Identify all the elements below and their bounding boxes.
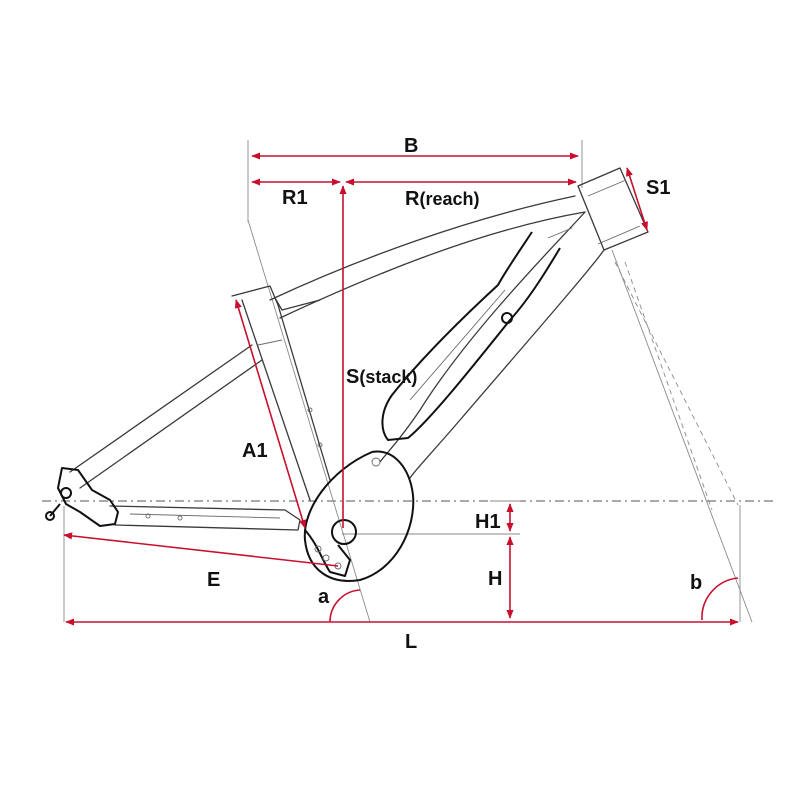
top-tube-gusset (274, 297, 321, 311)
seat-stay-lower (79, 359, 263, 489)
dim-A1 (234, 299, 307, 529)
bottom-bracket (331, 519, 357, 545)
label-H1: H1 (475, 511, 501, 533)
label-H: H (488, 568, 502, 590)
angle-a-arc (329, 589, 361, 623)
label-S: S(stack) (346, 366, 417, 388)
rear-dropout (57, 467, 119, 527)
down-tube-lower (409, 249, 605, 479)
top-tube-upper (269, 195, 576, 301)
top-tube-lower (279, 211, 586, 319)
label-S1: S1 (646, 177, 670, 199)
label-R: R(reach) (405, 188, 479, 210)
angle-b-arc (701, 577, 739, 621)
motor-mount (304, 529, 351, 577)
dim-E (63, 532, 339, 567)
head-tube (577, 167, 649, 251)
label-R-main: R (405, 188, 420, 210)
label-S-main: S (346, 366, 359, 388)
label-E: E (207, 569, 220, 591)
label-S-sub: (stack) (359, 367, 417, 387)
label-a: a (318, 586, 330, 608)
dimension-lines (63, 152, 739, 626)
label-A1: A1 (242, 440, 268, 462)
battery-cover (381, 231, 561, 441)
label-R1: R1 (282, 187, 308, 209)
dim-S1 (626, 167, 648, 231)
seat-stay-upper (69, 344, 253, 473)
label-L: L (405, 631, 417, 653)
seat-tube-axis (247, 219, 371, 623)
battery-lock (501, 312, 513, 324)
label-b: b (690, 572, 702, 594)
dimension-labels: B R1 R(reach) S1 S(stack) A1 H1 H E a b … (207, 135, 702, 653)
fork-offset-dashed-2 (624, 261, 713, 511)
label-R-sub: (reach) (419, 189, 479, 209)
head-tube-axis (611, 249, 753, 623)
down-tube-upper (379, 211, 586, 463)
label-B: B (404, 135, 418, 157)
seat-tube-rear (241, 299, 311, 501)
motor-housing (303, 450, 415, 582)
fork-offset-dashed (614, 261, 739, 506)
